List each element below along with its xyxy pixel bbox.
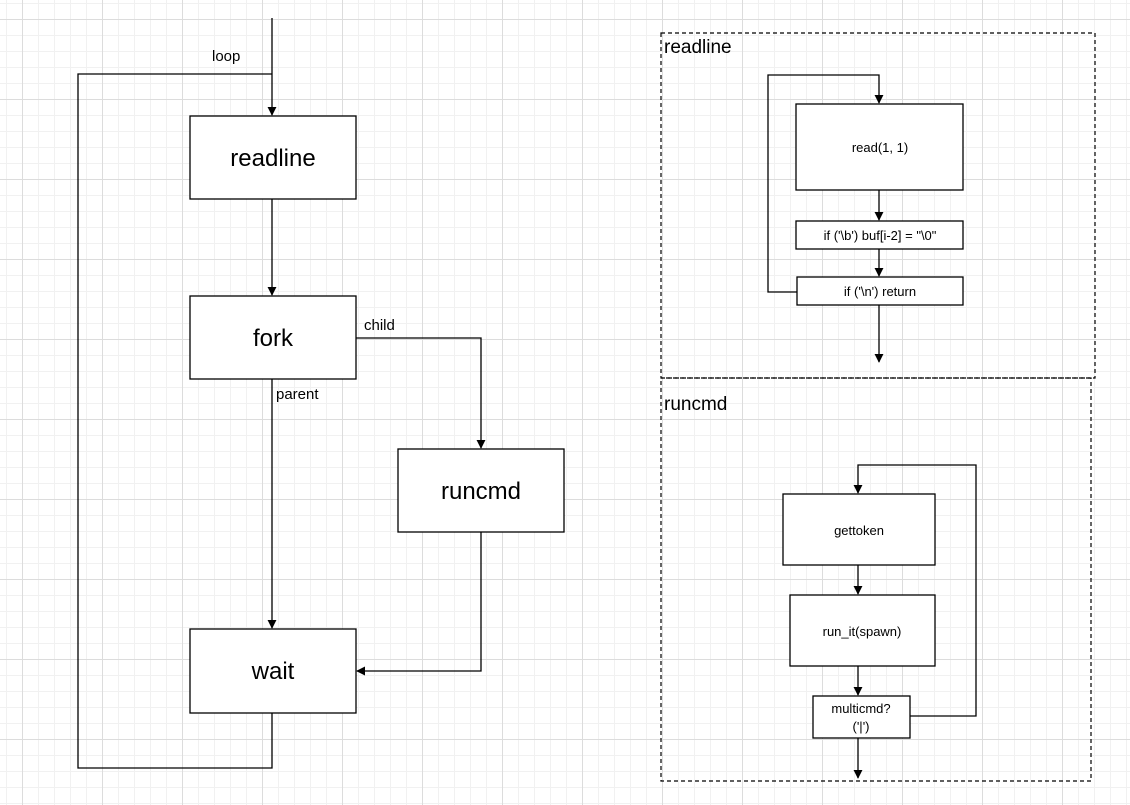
- readline-panel: readline read(1, 1) if ('\b') buf[i-2] =…: [660, 32, 1096, 379]
- fork-child-arrow: [356, 337, 486, 449]
- readline-panel-title: readline: [664, 37, 732, 58]
- runcmd-panel: runcmd gettoken run_it(spawn) multicmd? …: [660, 377, 1092, 782]
- fork-box[interactable]: [189, 295, 357, 380]
- newline-step-box[interactable]: [796, 276, 964, 306]
- runcmd-panel-frame: [660, 377, 1092, 782]
- newline-step-label: if ('\n') return: [844, 284, 916, 299]
- readline-box[interactable]: [189, 115, 357, 200]
- gettoken-step-box[interactable]: [782, 493, 936, 566]
- wait-label: wait: [251, 658, 295, 685]
- runcmd-to-wait-arrow: [356, 532, 482, 676]
- main-flow: loop readline fork child parent runcmd w…: [77, 18, 565, 769]
- runcmd-loop-arrow: [853, 464, 977, 717]
- runcmd-box[interactable]: [397, 448, 565, 533]
- runcmd-label: runcmd: [441, 478, 521, 505]
- readline-loop-arrow: [767, 74, 884, 293]
- loop-back-arrow: [77, 73, 273, 769]
- loop-label: loop: [212, 48, 240, 65]
- run-it-step-box[interactable]: [789, 594, 936, 667]
- wait-box[interactable]: [189, 628, 357, 714]
- readline-panel-frame: [660, 32, 1096, 379]
- fork-label: fork: [253, 325, 294, 352]
- read-step-label: read(1, 1): [852, 140, 908, 155]
- child-label: child: [364, 317, 395, 334]
- multicmd-line2: ('|'): [853, 719, 870, 734]
- multicmd-line1: multicmd?: [831, 701, 890, 716]
- read-step-box[interactable]: [795, 103, 964, 191]
- run-it-step-label: run_it(spawn): [823, 624, 902, 639]
- readline-label: readline: [230, 145, 315, 172]
- parent-label: parent: [276, 386, 319, 403]
- backspace-step-label: if ('\b') buf[i-2] = "\0": [824, 228, 937, 243]
- backspace-step-box[interactable]: [795, 220, 964, 250]
- runcmd-panel-title: runcmd: [664, 394, 727, 415]
- gettoken-step-label: gettoken: [834, 523, 884, 538]
- multicmd-step-box[interactable]: [812, 695, 911, 739]
